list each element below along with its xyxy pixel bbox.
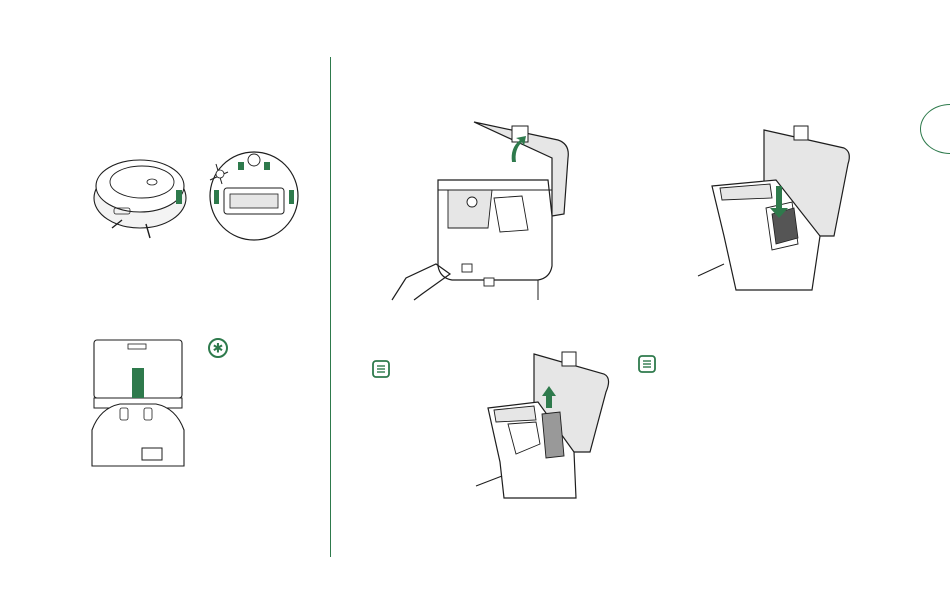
robot-bottom-illustration xyxy=(204,150,304,244)
svg-text:✱: ✱ xyxy=(213,342,224,357)
robot-top-illustration xyxy=(92,158,192,240)
note-icon xyxy=(372,360,390,378)
tip-icon: ✱ xyxy=(208,338,228,358)
page-edge-tab xyxy=(920,104,950,154)
bag-insert-illustration xyxy=(696,124,852,292)
note-icon xyxy=(638,355,656,373)
bag-remove-illustration xyxy=(476,352,610,500)
evac-station-lid-illustration xyxy=(392,118,572,302)
column-divider xyxy=(330,57,331,557)
dock-illustration xyxy=(90,338,186,468)
